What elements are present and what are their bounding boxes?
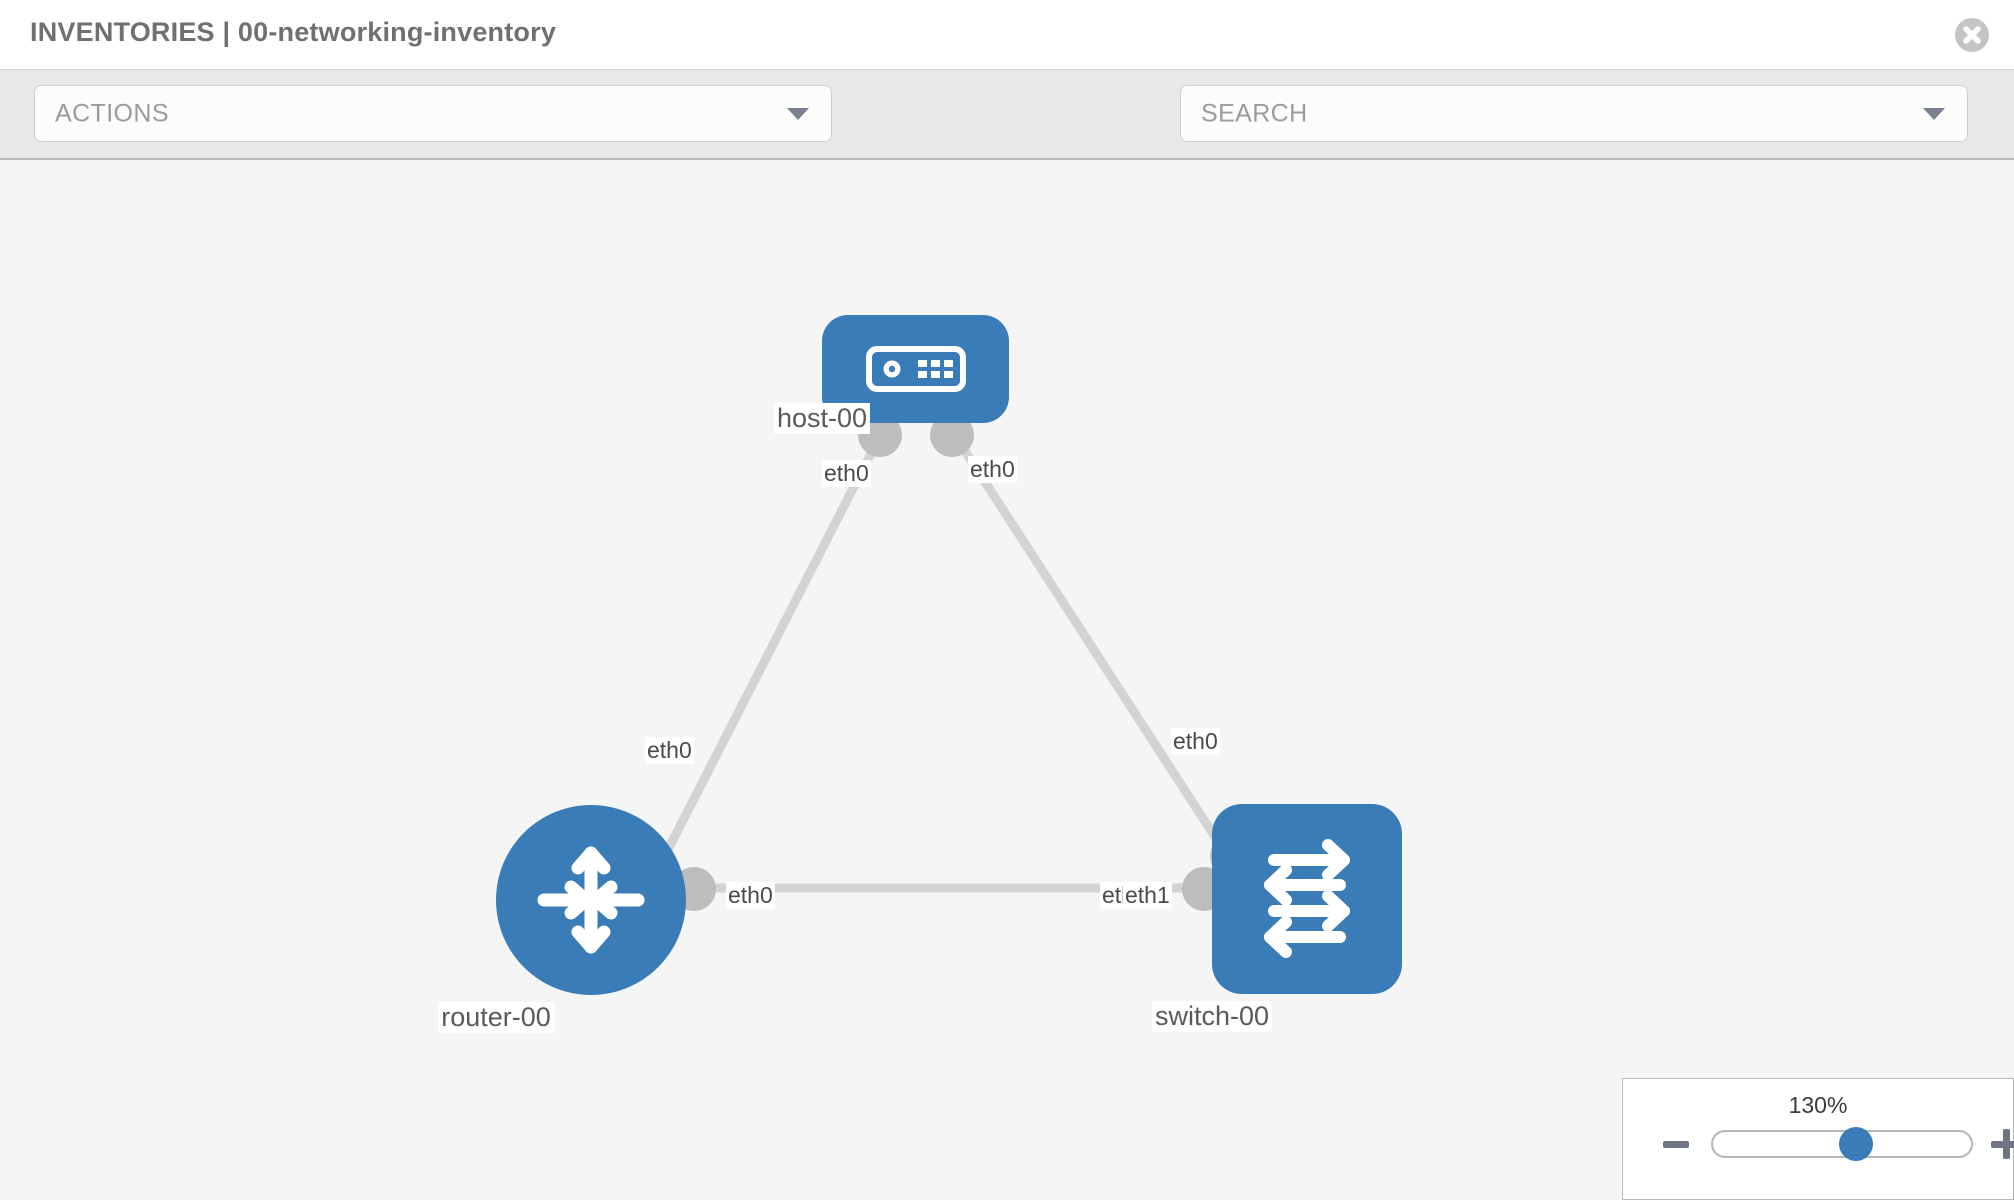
chevron-down-icon	[787, 107, 809, 120]
search-input[interactable]: SEARCH	[1201, 99, 1308, 127]
edge-label-host-right: eth0	[968, 456, 1017, 483]
node-label-switch: switch-00	[1151, 1001, 1273, 1032]
edge-label-router-right: eth0	[726, 882, 775, 909]
search-dropdown[interactable]: SEARCH	[1180, 85, 1968, 142]
topology-links	[650, 413, 1254, 911]
page-title: INVENTORIES | 00-networking-inventory	[30, 17, 557, 47]
chevron-down-icon	[1923, 107, 1945, 120]
node-label-host: host-00	[773, 403, 871, 434]
close-icon[interactable]	[1955, 18, 1989, 52]
edge-label-host-left: eth0	[822, 460, 871, 487]
zoom-level-label: 130%	[1788, 1092, 1848, 1118]
title-bar: INVENTORIES | 00-networking-inventory	[0, 0, 2014, 69]
node-label-router: router-00	[438, 1002, 554, 1033]
plus-icon[interactable]	[1991, 1129, 2014, 1159]
zoom-slider-thumb[interactable]	[1839, 1127, 1873, 1161]
minus-icon[interactable]	[1663, 1141, 1689, 1148]
edge-label-switch-top: eth0	[1171, 728, 1220, 755]
toolbar: ACTIONS SEARCH	[0, 69, 2014, 199]
actions-dropdown[interactable]: ACTIONS	[34, 85, 832, 142]
edge-label-router-top: eth0	[645, 737, 694, 764]
switch-arrows-icon[interactable]	[1212, 804, 1402, 994]
zoom-control-panel: 130%	[1622, 1078, 2014, 1200]
router-arrows-icon[interactable]	[496, 805, 686, 995]
actions-label: ACTIONS	[55, 99, 169, 127]
topology-canvas[interactable]: host-00 router-00	[0, 160, 2014, 1200]
edge-label-switch-left-b: eth1	[1123, 882, 1172, 909]
